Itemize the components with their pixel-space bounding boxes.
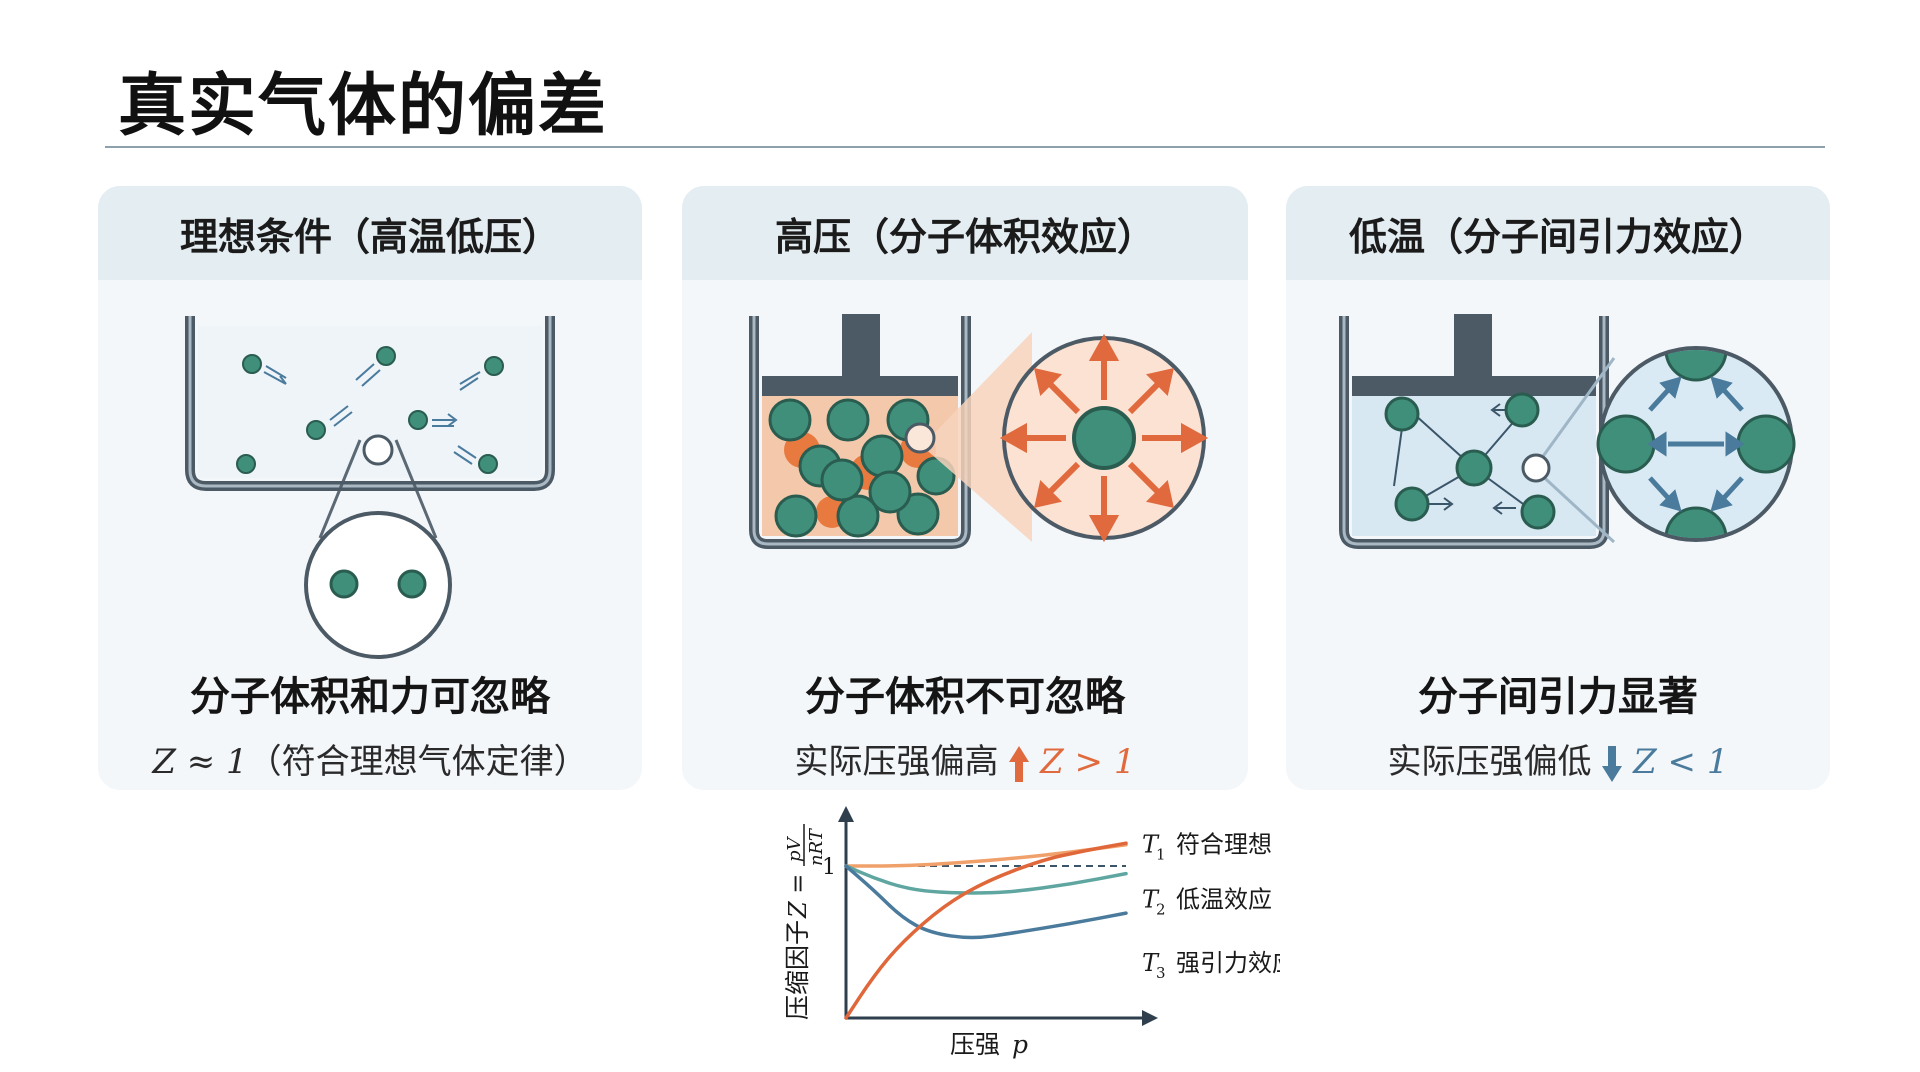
chart-legend-label-1: T1 符合理想 [1142, 831, 1272, 864]
panel-ideal-title: 理想条件（高温低压） [179, 214, 560, 259]
chart-legend-name: 强引力效应 [1176, 949, 1280, 977]
high-pressure-piston-illustration [749, 314, 1209, 549]
ideal-container-illustration [185, 316, 555, 659]
chart-ylabel-text: 压缩因子 [783, 920, 812, 1020]
chart-series-line-3 [844, 864, 1128, 940]
arrow-up-icon [1009, 745, 1030, 782]
low-temperature-piston-illustration [1339, 314, 1796, 549]
panel-ideal-conclusion: 分子体积和力可忽略 [190, 674, 550, 720]
chart-legend-name: 符合理想 [1176, 831, 1272, 859]
panel-low-temperature-title: 低温（分子间引力效应） [1348, 214, 1767, 259]
high-pressure-effect-text: 实际压强偏高 [794, 742, 999, 782]
title-divider [105, 146, 1825, 148]
chart-y-axis-label: 压缩因子 Z = pV nRT [783, 824, 827, 1020]
arrow-down-icon [1602, 745, 1623, 782]
panel-high-pressure: 高压（分子体积效应） 分子体积不 [682, 186, 1248, 790]
panel-high-pressure-conclusion: 分子体积不可忽略 [805, 674, 1125, 720]
chart-series-line-2 [844, 864, 1128, 895]
chart-y-axis-arrow [838, 806, 854, 822]
high-pressure-z-value: Z > 1 [1040, 742, 1136, 782]
panel-ideal: 理想条件（高温低压） 分子体积和力可忽略 Z ≈ 1（符合理想气体定律） [98, 186, 642, 790]
low-temperature-z-value: Z < 1 [1633, 742, 1729, 782]
panel-ideal-subtext: Z ≈ 1（符合理想气体定律） [98, 734, 642, 783]
chart-xlabel-text: 压强 [950, 1030, 1000, 1059]
chart-legend-var: T [1142, 886, 1160, 914]
panel-low-temperature: 低温（分子间引力效应） [1286, 186, 1830, 790]
chart-axes [838, 806, 1158, 1026]
chart-legend-labels: T1符合理想T2低温效应T3强引力效应 [1142, 831, 1280, 982]
panel-high-pressure-title: 高压（分子体积效应） [774, 214, 1155, 259]
chart-legend-label-2: T2 低温效应 [1142, 886, 1272, 919]
chart-legend-sub: 2 [1156, 901, 1166, 919]
chart-legend-var: T [1142, 831, 1160, 859]
chart-legend-var: T [1142, 949, 1160, 977]
chart-series-group [844, 841, 1128, 1020]
chart-xlabel-var: p [1012, 1030, 1028, 1059]
chart-legend-sub: 1 [1156, 846, 1166, 864]
panel-ideal-header: 理想条件（高温低压） [98, 186, 642, 280]
chart-series-line-1 [844, 842, 1128, 868]
chart-ylabel-numerator: pV [784, 835, 805, 862]
chart-series-line-4 [844, 841, 1128, 1020]
panel-low-temperature-header: 低温（分子间引力效应） [1286, 186, 1830, 280]
chart-ylabel-z: Z = [784, 874, 812, 919]
ideal-z-value: Z ≈ 1 [152, 742, 248, 782]
compressibility-chart: 压缩因子 Z = pV nRT T1符合理想T2低温效应T3强引力效应 1 压强… [783, 806, 1280, 1059]
panel-high-pressure-header: 高压（分子体积效应） [682, 186, 1248, 280]
chart-legend-name: 低温效应 [1176, 886, 1272, 914]
panel-high-pressure-subtext: 实际压强偏高 Z > 1 [682, 734, 1248, 783]
chart-legend-sub: 3 [1156, 964, 1166, 982]
chart-x-axis-arrow [1142, 1010, 1158, 1026]
ideal-z-note: （符合理想气体定律） [247, 742, 588, 782]
chart-ytick-1: 1 [822, 855, 836, 880]
page-title: 真实气体的偏差 [118, 67, 609, 146]
panel-low-temperature-conclusion: 分子间引力显著 [1418, 674, 1698, 720]
panel-low-temperature-subtext: 实际压强偏低 Z < 1 [1286, 734, 1830, 783]
chart-legend-label-3: T3 强引力效应 [1142, 949, 1280, 982]
low-temperature-effect-text: 实际压强偏低 [1387, 742, 1592, 782]
chart-ylabel-denominator: nRT [806, 827, 827, 866]
